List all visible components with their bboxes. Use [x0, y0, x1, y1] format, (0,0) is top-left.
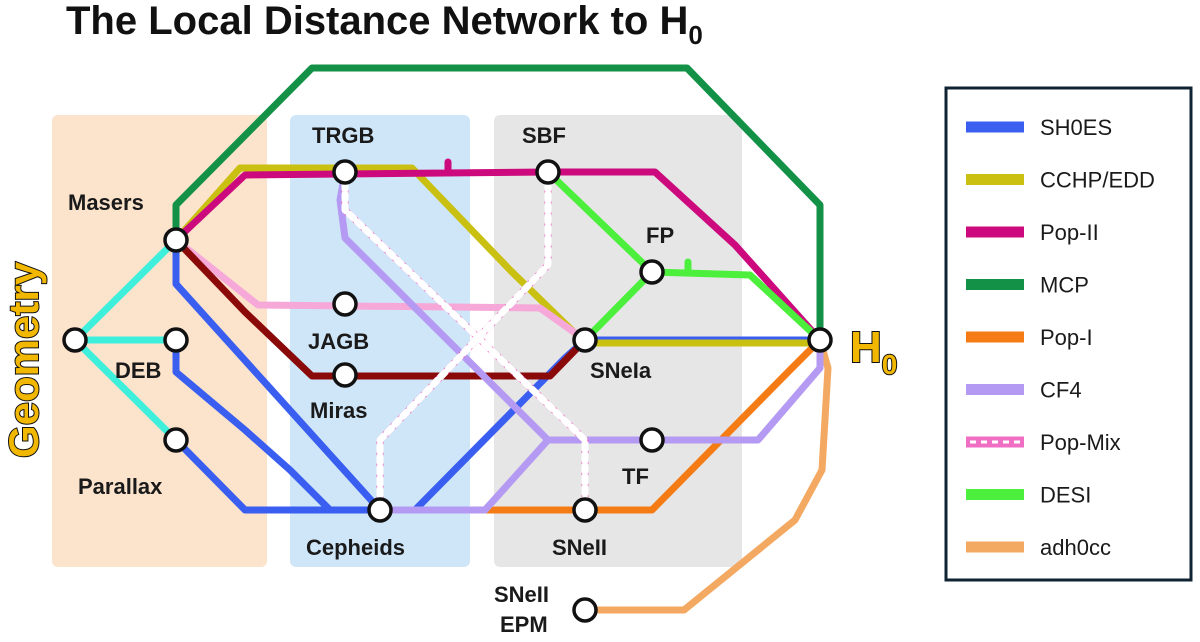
legend-label-sh0es: SH0ES: [1040, 115, 1112, 140]
label-miras: Miras: [310, 398, 367, 423]
label-parallax: Parallax: [78, 474, 163, 499]
label-cepheids: Cepheids: [306, 535, 405, 560]
legend-label-cchp-edd: CCHP/EDD: [1040, 168, 1155, 193]
legend-label-mcp: MCP: [1040, 273, 1089, 298]
line-cf4: [336, 168, 824, 514]
label-snia: SNeIa: [590, 358, 652, 383]
label-masers: Masers: [68, 190, 144, 215]
label-snii-epm-line1: SNeII: [494, 582, 549, 607]
node-snia: [572, 327, 598, 353]
legend-label-pop-i: Pop-I: [1040, 325, 1093, 350]
legend-label-desi: DESI: [1040, 483, 1091, 508]
label-fp: FP: [646, 223, 674, 248]
line-pop-mix: [341, 168, 589, 514]
node-cepheids: [367, 497, 393, 523]
legend-label-adh0cc: adh0cc: [1040, 535, 1111, 560]
node-h0: [807, 327, 833, 353]
node-trgb: [332, 159, 358, 185]
line-pop-ii: [172, 158, 824, 344]
label-tf: TF: [622, 464, 649, 489]
h0-target-label: H0: [850, 323, 897, 380]
node-snii: [572, 497, 598, 523]
node-snii-epm: [572, 597, 598, 623]
node-parallax: [163, 427, 189, 453]
legend-label-pop-ii: Pop-II: [1040, 220, 1099, 245]
line-adh0cc: [581, 336, 832, 614]
label-trgb: TRGB: [312, 123, 374, 148]
legend-label-pop-mix: Pop-Mix: [1040, 430, 1121, 455]
node-sbf: [535, 159, 561, 185]
legend-label-cf4: CF4: [1040, 378, 1082, 403]
line-pop-i: [376, 336, 824, 514]
label-snii: SNeII: [552, 535, 607, 560]
label-sbf: SBF: [522, 123, 566, 148]
diagram-title: The Local Distance Network to H0: [66, 0, 703, 50]
node-tf: [639, 427, 665, 453]
node-deb: [163, 327, 189, 353]
legend: SH0ES CCHP/EDD Pop-II MCP Pop-I CF4Pop-MixDES…: [944, 86, 1193, 582]
label-deb: DEB: [115, 358, 161, 383]
line-jagb-route: [172, 236, 589, 344]
node-geometry-origin: [62, 327, 88, 353]
node-masers: [163, 227, 189, 253]
geometry-side-label: Geometry: [0, 261, 47, 458]
node-jagb: [332, 291, 358, 317]
line-mcp: [172, 64, 824, 344]
label-snii-epm-line2: EPM: [500, 612, 548, 637]
node-miras: [332, 362, 358, 388]
label-jagb: JAGB: [308, 329, 369, 354]
node-fp: [639, 259, 665, 285]
line-cchp-edd: [172, 164, 824, 347]
stellar-region: [290, 115, 470, 567]
line-miras-route: [172, 236, 589, 380]
legend-items: SH0ES CCHP/EDD Pop-II MCP Pop-I CF4Pop-MixDES…: [966, 115, 1155, 560]
